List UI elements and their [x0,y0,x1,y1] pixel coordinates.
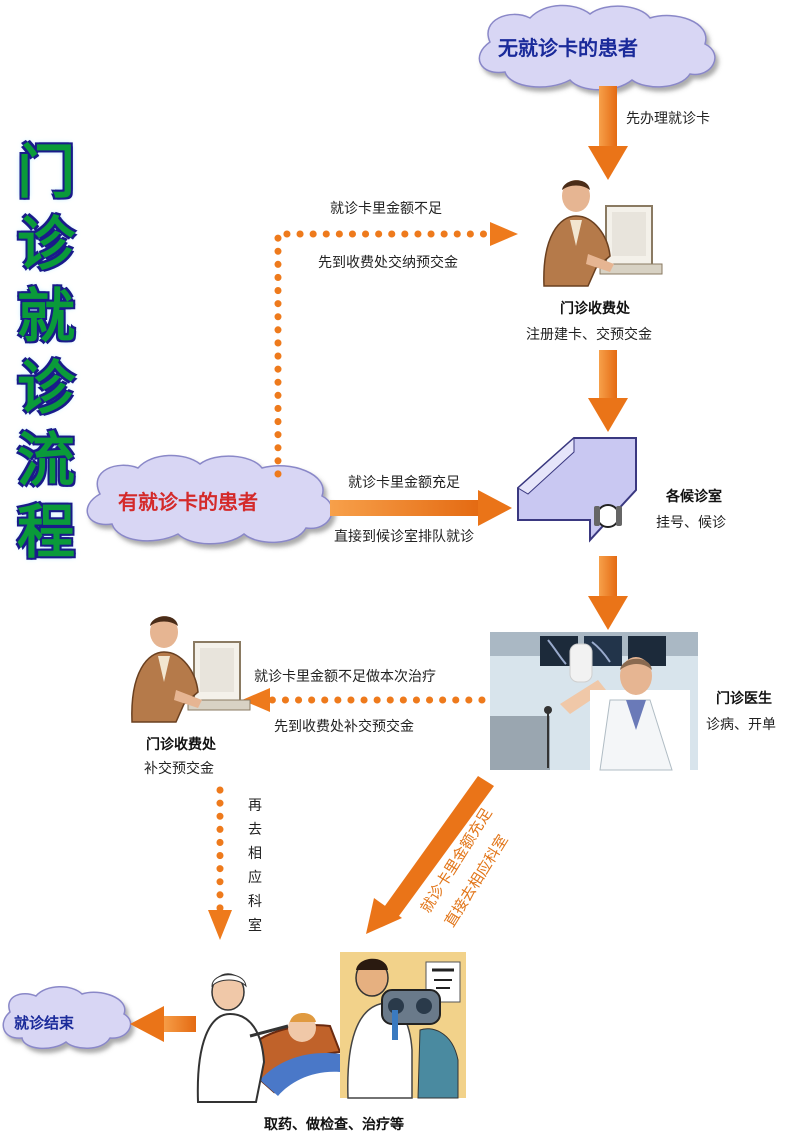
waiting-desc: 挂号、候诊 [656,515,726,531]
dotted-arrow-top-head [490,222,518,246]
label-sufficient: 就诊卡里金额充足 [348,475,460,491]
dotted-arrow-supplement-head [242,688,270,712]
cashier1-desc: 注册建卡、交预交金 [526,327,652,343]
arrow-to-end [130,1006,196,1042]
title-char-4: 诊 [16,354,75,422]
waiting-name: 各候诊室 [666,489,722,505]
cashier2-desc: 补交预交金 [144,761,214,777]
dentist-icon [196,973,342,1103]
arrow-direct-queue [330,490,512,526]
arrow-diagonal [366,776,494,934]
cashier2-name: 门诊收费处 [146,737,216,753]
title-char-6: 程 [16,498,75,566]
cloud-has-card [86,454,333,545]
cloud-end [2,986,132,1050]
doctor-photo [490,632,698,771]
label-goto-dept: 再 去 相 应 科 室 [248,798,262,934]
optometrist-icon [340,952,466,1099]
label-supplement-prepay: 先到收费处补交预交金 [274,719,414,735]
cloud-end-label: 就诊结束 [14,1014,75,1032]
cashier1-name: 门诊收费处 [560,301,630,317]
label-prepay-top: 先到收费处交纳预交金 [318,255,458,271]
arrow-waiting-to-doctor [588,556,628,630]
dotted-arrow-goto-dept-head [208,910,232,940]
title-char-1: 门 [16,138,75,206]
cloud-no-card-label: 无就诊卡的患者 [498,36,638,60]
label-get-card: 先办理就诊卡 [626,111,710,127]
final-desc: 取药、做检查、治疗等 [264,1117,404,1133]
label-direct-queue: 直接到候诊室排队就诊 [334,529,474,545]
cashier-clerk-icon-2 [131,616,251,723]
title-char-2: 诊 [16,210,75,278]
cloud-has-card-label: 有就诊卡的患者 [118,490,258,514]
arrow-get-card [588,86,628,180]
waiting-room-icon [517,436,637,543]
cashier-clerk-icon [543,180,663,287]
label-insufficient-top: 就诊卡里金额不足 [330,201,442,217]
title-char-5: 流 [16,426,75,494]
cloud-no-card [478,4,716,91]
arrow-cashier-to-waiting [588,350,628,432]
dotted-arrow-top [274,230,492,478]
doctor-name: 门诊医生 [716,691,772,707]
doctor-desc: 诊病、开单 [706,717,776,733]
label-insufficient-treat: 就诊卡里金额不足做本次治疗 [254,669,436,685]
title-char-3: 就 [16,282,75,350]
